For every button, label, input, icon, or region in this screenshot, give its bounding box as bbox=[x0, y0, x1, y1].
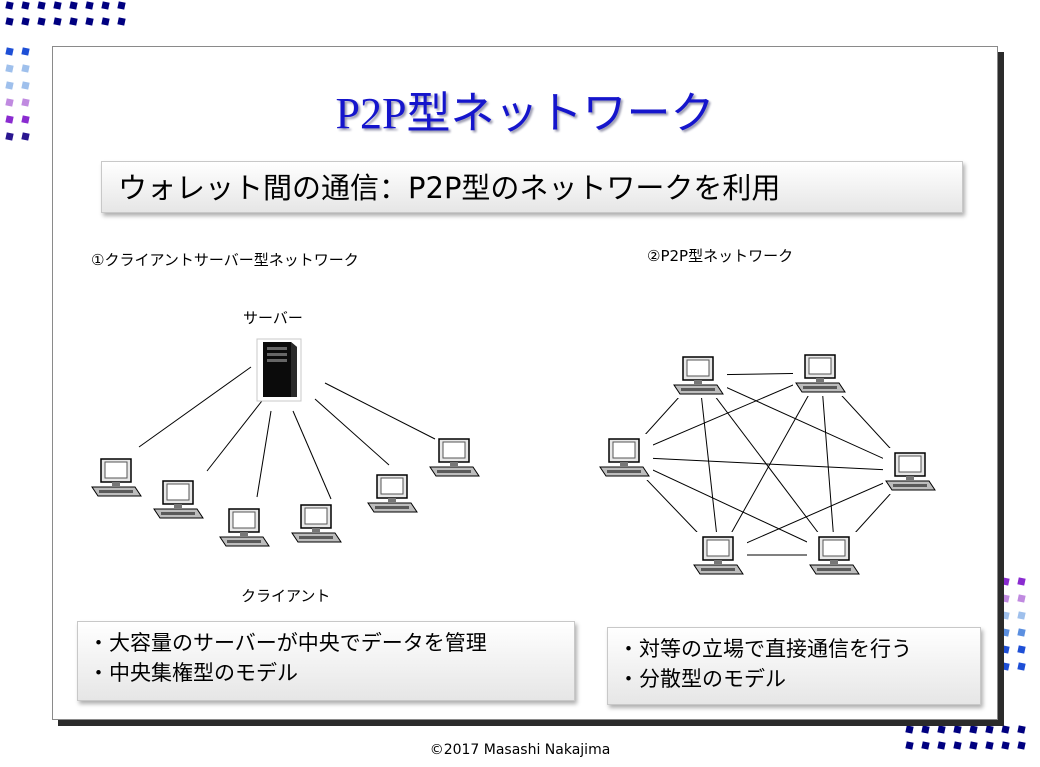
decoration-square bbox=[21, 115, 30, 124]
decoration-square bbox=[1017, 611, 1026, 620]
decoration-square bbox=[5, 81, 14, 90]
connection-line bbox=[698, 374, 836, 556]
decoration-square bbox=[5, 17, 14, 26]
decoration-square bbox=[1017, 628, 1026, 637]
decoration-square bbox=[1017, 577, 1026, 586]
decoration-square bbox=[37, 17, 46, 26]
client-server-note-1: ・大容量のサーバーが中央でデータを管理 bbox=[88, 631, 487, 655]
decoration-square bbox=[69, 17, 78, 26]
p2p-note-2: ・分散型のモデル bbox=[618, 667, 786, 691]
decoration-square bbox=[1001, 628, 1010, 637]
decoration-square bbox=[1001, 577, 1010, 586]
connection-line bbox=[256, 410, 272, 498]
decoration-square bbox=[905, 725, 914, 734]
decoration-square bbox=[21, 98, 30, 107]
subtitle-box: ウォレット間の通信：P2P型のネットワークを利用 bbox=[101, 161, 963, 213]
computer-icon bbox=[153, 480, 204, 519]
connection-line bbox=[324, 382, 436, 440]
decoration-square bbox=[85, 17, 94, 26]
computer-icon bbox=[367, 474, 418, 513]
connection-line bbox=[624, 456, 912, 472]
slide: P2P型ネットワーク ウォレット間の通信：P2P型のネットワークを利用 ①クライ… bbox=[52, 46, 998, 720]
decoration-square bbox=[5, 64, 14, 73]
p2p-heading: ②P2P型ネットワーク bbox=[647, 247, 794, 265]
decoration-square bbox=[5, 115, 14, 124]
connection-line bbox=[624, 456, 836, 556]
decoration-square bbox=[1017, 725, 1026, 734]
decoration-square bbox=[37, 1, 46, 10]
decoration-square bbox=[1001, 645, 1010, 654]
network-diagram bbox=[91, 338, 939, 578]
connection-line bbox=[292, 410, 332, 500]
decoration-square bbox=[117, 1, 126, 10]
connection-line bbox=[698, 374, 720, 556]
decoration-square bbox=[969, 725, 978, 734]
decoration-square bbox=[21, 132, 30, 141]
client-label: クライアント bbox=[241, 587, 331, 605]
decoration-square bbox=[117, 17, 126, 26]
decoration-square bbox=[921, 725, 930, 734]
connection-line bbox=[718, 470, 912, 556]
p2p-notes: ・対等の立場で直接通信を行う ・分散型のモデル bbox=[607, 627, 981, 705]
decoration-square bbox=[1001, 662, 1010, 671]
decoration-square bbox=[21, 17, 30, 26]
p2p-note-1: ・対等の立場で直接通信を行う bbox=[618, 637, 912, 661]
connection-line bbox=[624, 372, 822, 458]
slide-title: P2P型ネットワーク bbox=[335, 89, 715, 138]
copyright-footer: ©2017 Masashi Nakajima bbox=[429, 742, 611, 758]
decoration-square bbox=[5, 47, 14, 56]
computer-icon bbox=[219, 508, 270, 547]
computer-icon bbox=[291, 504, 342, 543]
decoration-square bbox=[5, 98, 14, 107]
decoration-square bbox=[5, 132, 14, 141]
client-server-note-2: ・中央集権型のモデル bbox=[88, 661, 298, 685]
decoration-square bbox=[101, 1, 110, 10]
decoration-square bbox=[53, 17, 62, 26]
server-icon bbox=[256, 338, 302, 402]
decoration-square bbox=[1001, 594, 1010, 603]
computer-icon bbox=[91, 458, 142, 497]
decoration-square bbox=[937, 725, 946, 734]
decoration-square bbox=[5, 1, 14, 10]
server-label: サーバー bbox=[243, 309, 303, 327]
decoration-square bbox=[1017, 645, 1026, 654]
decoration-square bbox=[1017, 594, 1026, 603]
decoration-square bbox=[101, 17, 110, 26]
connection-line bbox=[820, 372, 836, 556]
client-server-heading: ①クライアントサーバー型ネットワーク bbox=[91, 251, 359, 269]
decoration-square bbox=[69, 1, 78, 10]
connection-line bbox=[698, 374, 912, 472]
decoration-square bbox=[1001, 725, 1010, 734]
connection-line bbox=[138, 366, 252, 448]
client-server-notes: ・大容量のサーバーが中央でデータを管理 ・中央集権型のモデル bbox=[77, 621, 575, 701]
decoration-square bbox=[21, 1, 30, 10]
decoration-square bbox=[1017, 662, 1026, 671]
decoration-square bbox=[953, 725, 962, 734]
connection-line bbox=[314, 398, 390, 466]
decoration-square bbox=[21, 81, 30, 90]
decoration-square bbox=[21, 64, 30, 73]
decoration-square bbox=[985, 725, 994, 734]
decoration-square bbox=[53, 1, 62, 10]
computer-icon bbox=[429, 438, 480, 477]
connection-line bbox=[206, 396, 266, 472]
decoration-square bbox=[1001, 611, 1010, 620]
decoration-square bbox=[85, 1, 94, 10]
decoration-square bbox=[21, 47, 30, 56]
